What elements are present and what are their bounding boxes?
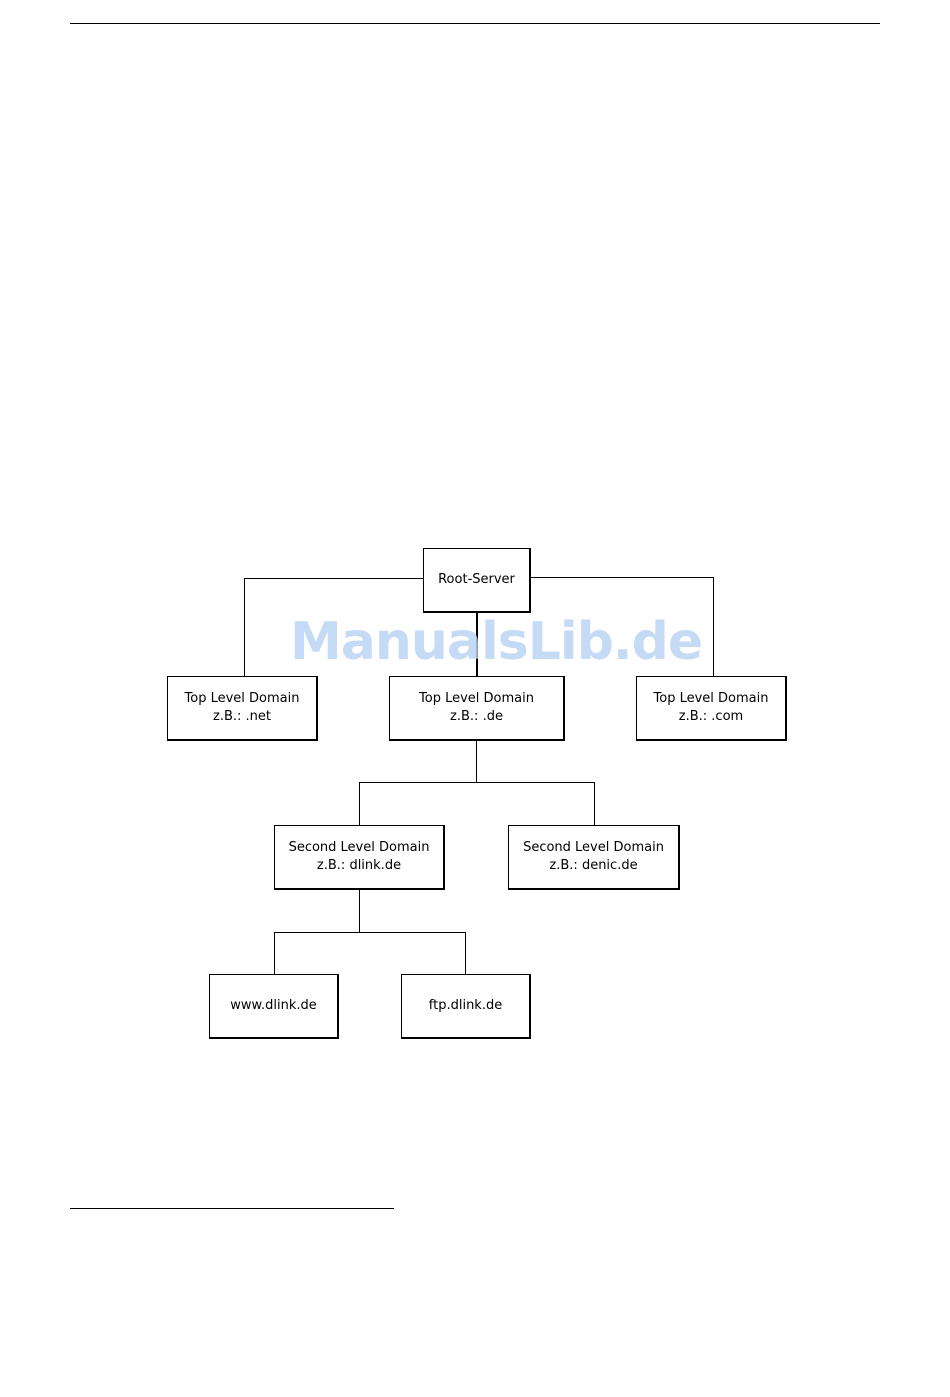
connector-www-vertical — [274, 932, 275, 975]
sld-denic-line2: z.B.: denic.de — [549, 857, 637, 875]
tld-net-node: Top Level Domain z.B.: .net — [167, 676, 318, 741]
footnote-rule — [70, 1208, 394, 1209]
tld-com-line2: z.B.: .com — [679, 708, 743, 726]
root-server-node: Root-Server — [423, 548, 531, 613]
connector-sld-horizontal — [359, 782, 595, 783]
connector-host-horizontal — [274, 932, 466, 933]
tld-com-line1: Top Level Domain — [654, 690, 769, 708]
connector-de-down — [476, 741, 477, 782]
sld-dlink-line1: Second Level Domain — [289, 839, 430, 857]
host-ftp-node: ftp.dlink.de — [401, 974, 531, 1039]
tld-de-line2: z.B.: .de — [450, 708, 503, 726]
connector-denic-vertical — [594, 782, 595, 825]
tld-de-line1: Top Level Domain — [419, 690, 534, 708]
host-www-label: www.dlink.de — [230, 997, 316, 1015]
connector-root-right — [530, 577, 714, 578]
connector-net-vertical — [244, 578, 245, 676]
tld-net-line2: z.B.: .net — [213, 708, 271, 726]
sld-denic-node: Second Level Domain z.B.: denic.de — [508, 825, 680, 890]
host-ftp-label: ftp.dlink.de — [429, 997, 502, 1015]
tld-de-node: Top Level Domain z.B.: .de — [389, 676, 565, 741]
connector-root-de — [476, 612, 478, 676]
host-www-node: www.dlink.de — [209, 974, 339, 1039]
connector-dlink-vertical — [359, 782, 360, 825]
sld-dlink-line2: z.B.: dlink.de — [317, 857, 401, 875]
header-rule — [70, 23, 880, 24]
connector-root-left — [244, 578, 424, 579]
tld-net-line1: Top Level Domain — [185, 690, 300, 708]
connector-dlink-down — [359, 890, 360, 932]
connector-com-vertical — [713, 577, 714, 676]
tld-com-node: Top Level Domain z.B.: .com — [636, 676, 787, 741]
root-server-label: Root-Server — [438, 571, 515, 589]
watermark: ManualsLib.de — [290, 612, 670, 672]
sld-dlink-node: Second Level Domain z.B.: dlink.de — [274, 825, 445, 890]
connector-ftp-vertical — [465, 932, 466, 975]
sld-denic-line1: Second Level Domain — [523, 839, 664, 857]
